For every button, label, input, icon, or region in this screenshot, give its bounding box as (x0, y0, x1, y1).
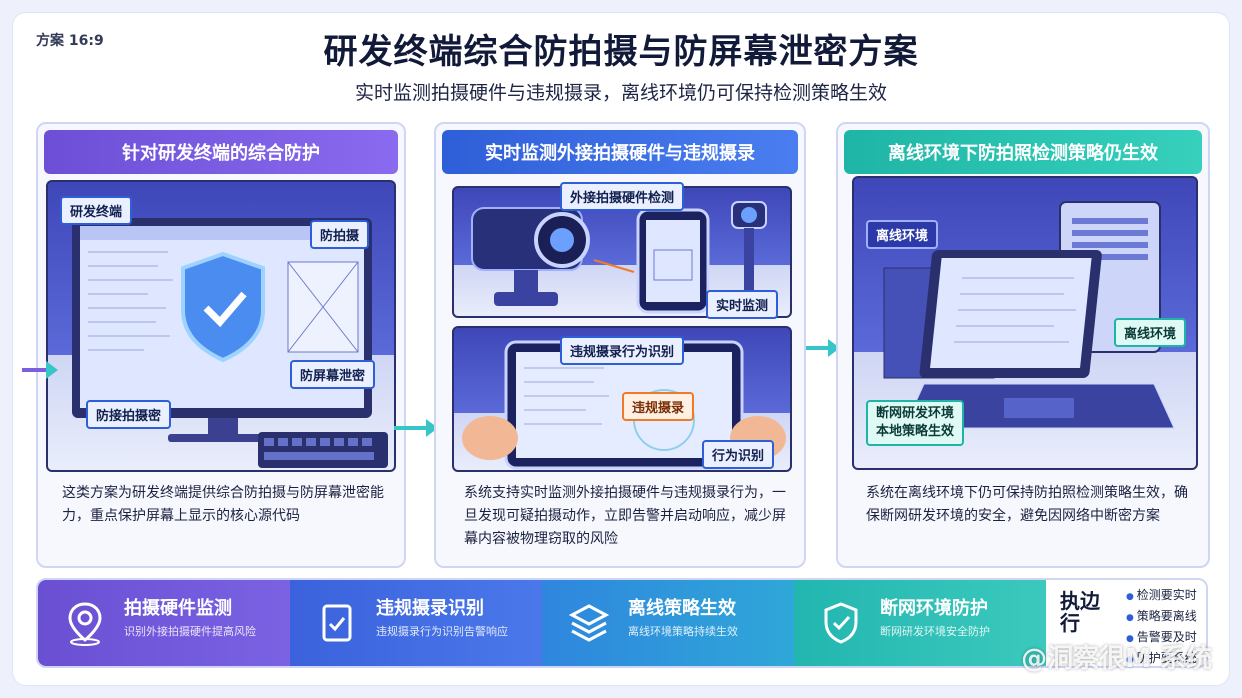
side-summary: 执边行 检测要实时 策略要离线 告警要及时 防护要系统 (1046, 580, 1206, 666)
feature-title: 违规摄录识别 (376, 598, 484, 619)
label-offline-rd-local-policy: 断网研发环境 本地策略生效 (866, 400, 965, 446)
feature-title: 拍摄硬件监测 (124, 598, 232, 619)
document-check-icon (322, 604, 352, 642)
laptop-server-illustration (883, 201, 1175, 429)
location-pin-icon (68, 602, 102, 646)
panel-header: 离线环境下防拍照检测策略仍生效 (844, 130, 1202, 174)
label-realtime: 实时监测 (706, 290, 779, 319)
panel-description: 系统支持实时监测外接拍摄硬件与违规摄录行为，一旦发现可疑拍摄动作，立即告警并启动… (464, 485, 786, 547)
label-anti-screen-leak: 防屏幕泄密 (290, 360, 376, 389)
flow-arrow (22, 361, 58, 379)
label-anti-photo: 防拍摄 (310, 220, 370, 249)
panel-header: 实时监测外接拍摄硬件与违规摄录 (442, 130, 798, 174)
feature-text: 断网研发环境安全防护 (880, 625, 990, 638)
panel-description: 系统在离线环境下仍可保持防拍照检测策略生效，确保断网研发环境的安全，避免因网络中… (866, 485, 1188, 524)
feature-offline-protection: 断网环境防护 断网研发环境安全防护 (794, 580, 1046, 666)
label-external-camera-detection: 外接拍摄硬件检测 (560, 182, 685, 211)
label-violation-recording-identification: 违规摄录行为识别 (560, 336, 685, 365)
format-tag: 方案 16:9 (36, 33, 104, 49)
list-item: 告警要及时 (1126, 628, 1197, 649)
feature-violation-recording: 违规摄录识别 违规摄录行为识别告警响应 (290, 580, 542, 666)
panel-header: 针对研发终端的综合防护 (44, 130, 398, 174)
feature-offline-policy: 离线策略生效 离线环境策略持续生效 (542, 580, 794, 666)
layers-icon (568, 604, 610, 642)
list-item: 策略要离线 (1126, 607, 1197, 628)
side-title: 执边行 (1060, 589, 1100, 635)
panel-offline-policy: 离线环境下防拍照检测策略仍生效 离线环境 离线环境 断网研发环境 本地策略生效 … (836, 122, 1210, 568)
label-anti-capture: 防接拍摄密 (86, 400, 172, 429)
feature-text: 违规摄录行为识别告警响应 (376, 625, 508, 638)
label-offline-environment: 离线环境 (866, 220, 939, 249)
panel-comprehensive-protection: 针对研发终端的综合防护 (36, 122, 406, 568)
flow-arrow (394, 419, 438, 437)
panel-description: 这类方案为研发终端提供综合防拍摄与防屏幕泄密能力，重点保护屏幕上显示的核心源代码 (62, 485, 384, 524)
label-violation-recording: 违规摄录 (622, 392, 695, 421)
label-behavior-identification: 行为识别 (702, 440, 775, 469)
side-checklist: 检测要实时 策略要离线 告警要及时 防护要系统 (1126, 586, 1197, 666)
feature-text: 识别外接拍摄硬件提高风险 (124, 625, 256, 638)
feature-bar: 拍摄硬件监测 识别外接拍摄硬件提高风险 违规摄录识别 违规摄录行为识别告警响应 … (36, 578, 1208, 668)
list-item: 检测要实时 (1126, 586, 1197, 607)
shield-check-icon (824, 602, 858, 644)
feature-title: 离线策略生效 (628, 598, 736, 619)
feature-hardware-monitoring: 拍摄硬件监测 识别外接拍摄硬件提高风险 (38, 580, 290, 666)
terminal-illustration (46, 180, 396, 472)
camera-icon (471, 201, 767, 314)
feature-text: 离线环境策略持续生效 (628, 625, 738, 638)
page-subtitle: 实时监测拍摄硬件与违规摄录，离线环境仍可保持检测策略生效 (354, 82, 887, 104)
feature-title: 断网环境防护 (880, 598, 988, 619)
page-title: 研发终端综合防拍摄与防屏幕泄密方案 (323, 32, 919, 72)
panel-realtime-monitoring: 实时监测外接拍摄硬件与违规摄录 外接拍摄硬件检测 实时监测 违规摄录行为 (434, 122, 806, 568)
watermark: @洞察很M 系统 (1021, 644, 1212, 674)
list-item: 防护要系统 (1126, 649, 1197, 666)
label-offline-environment-secondary: 离线环境 (1114, 318, 1187, 347)
label-rd-terminal: 研发终端 (60, 196, 133, 225)
